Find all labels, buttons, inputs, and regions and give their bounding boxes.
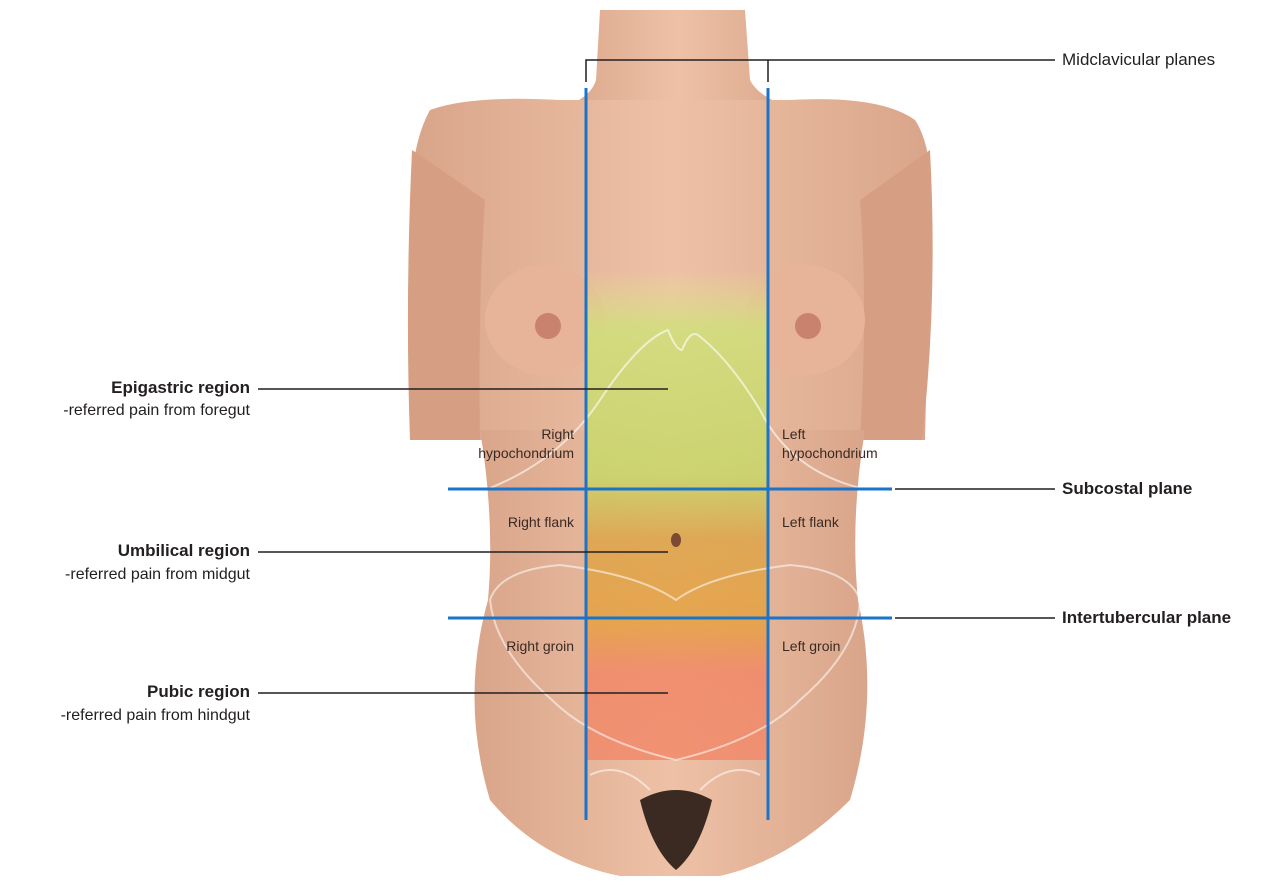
right-flank-label: Right flank	[508, 514, 574, 530]
navel-shape	[671, 533, 681, 547]
left-flank-label: Left flank	[782, 514, 839, 530]
intertubercular-label: Intertubercular plane	[1062, 608, 1231, 628]
subcostal-label: Subcostal plane	[1062, 479, 1192, 499]
right-groin-label: Right groin	[506, 638, 574, 654]
left-groin-label: Left groin	[782, 638, 840, 654]
pubic-subtitle: -referred pain from hindgut	[61, 707, 250, 725]
region-color-column	[586, 270, 768, 760]
pubic-title: Pubic region	[147, 682, 250, 702]
left-hypochondrium-line2: hypochondrium	[782, 445, 878, 461]
epigastric-title: Epigastric region	[111, 378, 250, 398]
left-hypochondrium-line1: Left	[782, 426, 805, 442]
right-hypochondrium-line2: hypochondrium	[478, 445, 574, 461]
umbilical-title: Umbilical region	[118, 541, 250, 561]
umbilical-subtitle: -referred pain from midgut	[65, 566, 250, 584]
left-nipple-shape	[795, 313, 821, 339]
right-arm-shape	[860, 150, 933, 440]
midclavicular-label: Midclavicular planes	[1062, 50, 1215, 70]
epigastric-subtitle: -referred pain from foregut	[63, 402, 250, 420]
left-arm-shape	[408, 150, 485, 440]
right-nipple-shape	[535, 313, 561, 339]
right-hypochondrium-line1: Right	[541, 426, 574, 442]
